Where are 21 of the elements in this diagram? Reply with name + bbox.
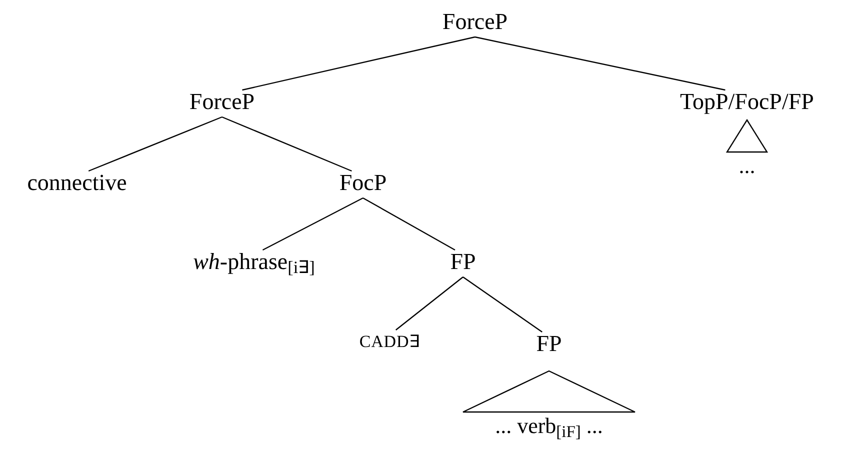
node-label: FocP [339, 169, 387, 197]
branch-line [242, 36, 476, 91]
branch-line [88, 116, 222, 172]
triangle-shape [726, 119, 768, 153]
node-label: FP [536, 330, 562, 358]
branch-line [395, 276, 464, 330]
node-label: wh-phrase$_{[i∃]}$ [193, 248, 315, 276]
branch-line [222, 116, 352, 172]
terminal-text: ... verb$_{[iF]}$ ... [495, 413, 603, 439]
node-label: TopP/FocP/FP [680, 88, 814, 116]
node-label: ForceP [189, 88, 255, 116]
terminal-text: ... [738, 153, 756, 179]
node-label: CADD∃ [359, 331, 421, 353]
triangle-shape [462, 370, 636, 413]
branch-line [474, 36, 726, 91]
branch-line [262, 197, 364, 251]
branch-line [462, 276, 542, 332]
branch-line [362, 197, 456, 251]
node-label: ForceP [442, 8, 508, 36]
node-label: connective [27, 169, 127, 197]
node-label: FP [450, 248, 476, 276]
